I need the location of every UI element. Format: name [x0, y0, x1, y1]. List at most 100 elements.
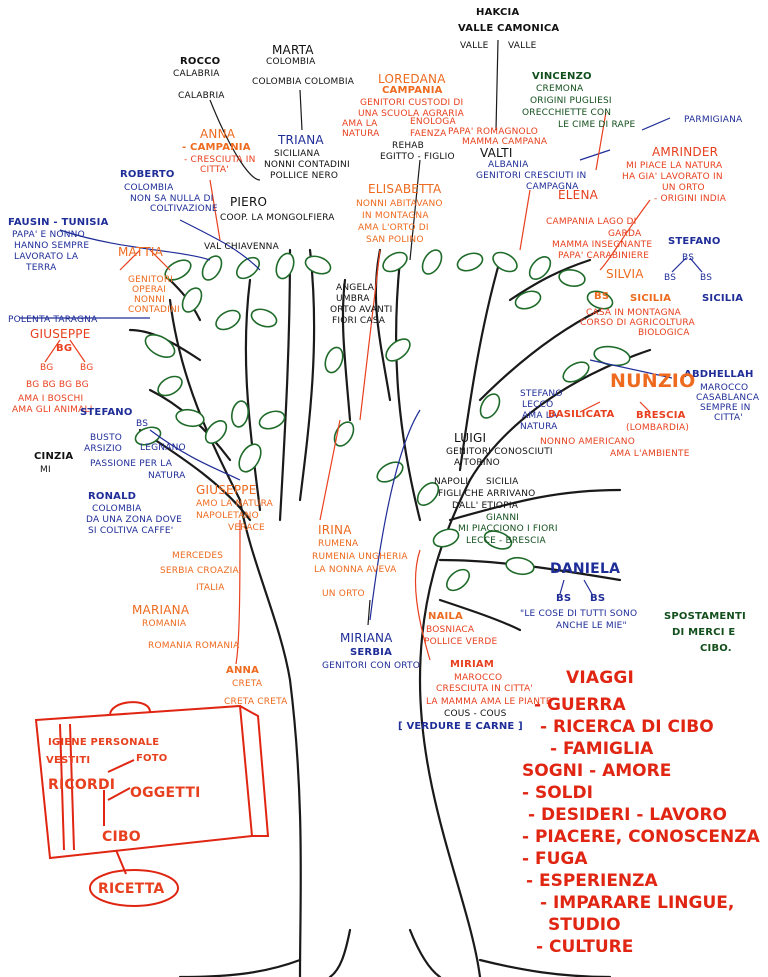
- label-elena: ELENA: [558, 188, 599, 202]
- label-passione: PASSIONE PER LA: [90, 459, 173, 469]
- reasons-list-item: - PIACERE, CONOSCENZA: [522, 827, 760, 847]
- label-angela-l2: ORTO AVANTI: [330, 305, 393, 315]
- label-cibo: CIBO: [102, 829, 141, 845]
- label-stefano-mid-l2: AMA LA: [522, 411, 558, 421]
- label-faisin-l4: TERRA: [26, 263, 57, 273]
- label-naila-l1: BOSNIACA: [426, 625, 475, 635]
- label-valti-l2: GENITORI CRESCIUTI IN: [476, 171, 587, 181]
- label-rocco: ROCCO: [180, 56, 221, 67]
- label-mercedes-l2: ITALIA: [196, 583, 225, 593]
- label-amrinder-l2: HA GIA' LAVORATO IN: [622, 172, 723, 182]
- label-angela-l3: FIORI CASA: [332, 316, 386, 326]
- label-silvia-l3: BIOLOGICA: [638, 328, 690, 338]
- label-giuseppe-l-l1: AMA I BOSCHI: [18, 394, 84, 404]
- label-romagnolo: PAPA' ROMAGNOLO: [448, 127, 539, 137]
- label-ama-ambiente: AMA L'AMBIENTE: [610, 449, 690, 459]
- label-elena-l1: CAMPANIA LAGO DI: [546, 217, 637, 227]
- label-daniela-bs2: BS: [590, 593, 606, 604]
- label-nunzio: NUNZIO: [610, 370, 696, 392]
- label-elena-l2: GARDA: [608, 229, 642, 239]
- label-marta-col: COLOMBIA: [266, 57, 316, 67]
- label-oggetti: OGGETTI: [130, 785, 201, 801]
- label-lombardia: (LOMBARDIA): [626, 423, 690, 433]
- label-gianni-l1: MI PIACCIONO I FIORI: [458, 524, 558, 534]
- label-abdhellah-l1: MAROCCO: [700, 383, 749, 393]
- label-figli: FIGLI CHE ARRIVANO: [438, 489, 536, 499]
- label-daniela-q2: ANCHE LE MIE": [556, 621, 627, 631]
- label-sicilia-m: SICILIA: [486, 477, 519, 487]
- label-anna-top-l3: CITTA': [200, 165, 229, 175]
- label-elisabetta: ELISABETTA: [368, 182, 442, 196]
- connector-lines: [20, 39, 703, 665]
- label-napoli: NAPOLI: [434, 477, 469, 487]
- label-roberto-l2: NON SA NULLA DI: [130, 194, 214, 204]
- label-irina-l4: UN ORTO: [322, 589, 365, 599]
- label-giuseppe-l-bg: BG: [56, 343, 73, 354]
- label-anna-top: ANNA: [200, 127, 236, 141]
- label-valti: VALTI: [480, 146, 513, 160]
- reasons-list-item: - CULTURE: [536, 937, 634, 957]
- label-giuseppe-l-bg2: BG: [40, 363, 54, 373]
- label-loredana-l2: GENITORI CUSTODI DI: [360, 98, 464, 108]
- label-valle1: VALLE: [460, 41, 489, 51]
- label-naila: NAILA: [428, 611, 463, 622]
- label-irina: IRINA: [318, 523, 352, 537]
- label-miriam-l1: MAROCCO: [454, 673, 503, 683]
- label-loredana-l1: CAMPANIA: [382, 85, 443, 96]
- label-valle2: VALLE: [508, 41, 537, 51]
- label-irina-l3: LA NONNA AVEVA: [314, 565, 397, 575]
- label-giuseppe-l-bg4: BG BG BG BG: [26, 380, 89, 390]
- label-piero-l1: COOP. LA MONGOLFIERA: [220, 213, 335, 223]
- reasons-list-item: - SOLDI: [522, 783, 593, 803]
- label-legnano: LEGNANO: [140, 443, 186, 453]
- label-abdhellah-l3: SEMPRE IN: [700, 403, 751, 413]
- label-abdhellah-l2: CASABLANCA: [696, 393, 760, 403]
- label-stefano-mid-l3: NATURA: [520, 422, 558, 432]
- label-verdure: [ VERDURE E CARNE ]: [398, 721, 523, 732]
- label-amrinder-l3: UN ORTO: [662, 183, 705, 193]
- label-mattia-l3: NONNI: [134, 295, 165, 305]
- label-angela-l1: UMBRA: [336, 294, 370, 304]
- label-natura-st: NATURA: [148, 471, 186, 481]
- label-irina-l1: RUMENA: [318, 539, 359, 549]
- label-vincenzo-l2: ORIGINI PUGLIESI: [530, 96, 612, 106]
- label-spostamenti: SPOSTAMENTI: [664, 611, 746, 622]
- label-igiene: IGIENE PERSONALE: [48, 737, 160, 748]
- label-rehab: REHAB: [392, 141, 425, 151]
- label-rocco-cal: CALABRIA: [173, 69, 220, 79]
- label-faisin: FAUSIN - TUNISIA: [8, 217, 109, 228]
- label-elisabetta-l2: IN MONTAGNA: [362, 211, 429, 221]
- label-anna-b-l2: CRETA CRETA: [224, 697, 288, 707]
- label-giuseppe-c: GIUSEPPE: [196, 483, 257, 497]
- label-anna-b-l1: CRETA: [232, 679, 263, 689]
- label-stefano-mid: STEFANO: [520, 389, 563, 399]
- label-stefano-l-bs: BS: [136, 419, 149, 429]
- label-sicilia-r: SICILIA: [702, 293, 744, 304]
- label-mattia-l4: CONTADINI: [128, 305, 180, 315]
- label-miriana-l2: GENITORI CON ORTO: [322, 661, 421, 671]
- label-stefano-r-l2: BS: [664, 273, 677, 283]
- reasons-list-item: - FUGA: [522, 849, 588, 869]
- label-abdhellah: ABDHELLAH: [684, 369, 754, 380]
- label-elisabetta-l1: NONNI ABITAVANO: [356, 199, 443, 209]
- label-miriam-l2: CRESCIUTA IN CITTA': [436, 684, 534, 694]
- label-giuseppe-c-l3: VERACE: [228, 523, 265, 533]
- reasons-list-item: - IMPARARE LINGUE,: [540, 893, 735, 913]
- label-silvia-l1: CASA IN MONTAGNA: [586, 308, 682, 318]
- label-vincenzo-l1: CREMONA: [536, 84, 584, 94]
- reasons-list-item: SOGNI - AMORE: [522, 761, 672, 781]
- label-marta-col2: COLOMBIA COLOMBIA: [252, 77, 355, 87]
- label-anna-top-l1: - CAMPANIA: [182, 142, 251, 153]
- label-ronald: RONALD: [88, 491, 137, 502]
- label-marta: MARTA: [272, 43, 314, 57]
- label-etiopia: DALL' ETIOPIA: [452, 501, 519, 511]
- label-mattia-l1: GENITORI: [128, 275, 174, 285]
- reasons-list-item: STUDIO: [548, 915, 621, 935]
- label-rehab-l1: EGITTO - FIGLIO: [380, 152, 455, 162]
- label-mattia: MATTIA: [118, 245, 164, 259]
- label-amrinder: AMRINDER: [652, 145, 719, 159]
- label-cinzia: CINZIA: [34, 451, 74, 462]
- label-triana-l2: NONNI CONTADINI: [264, 160, 350, 170]
- label-valti-l1: ALBANIA: [488, 160, 529, 170]
